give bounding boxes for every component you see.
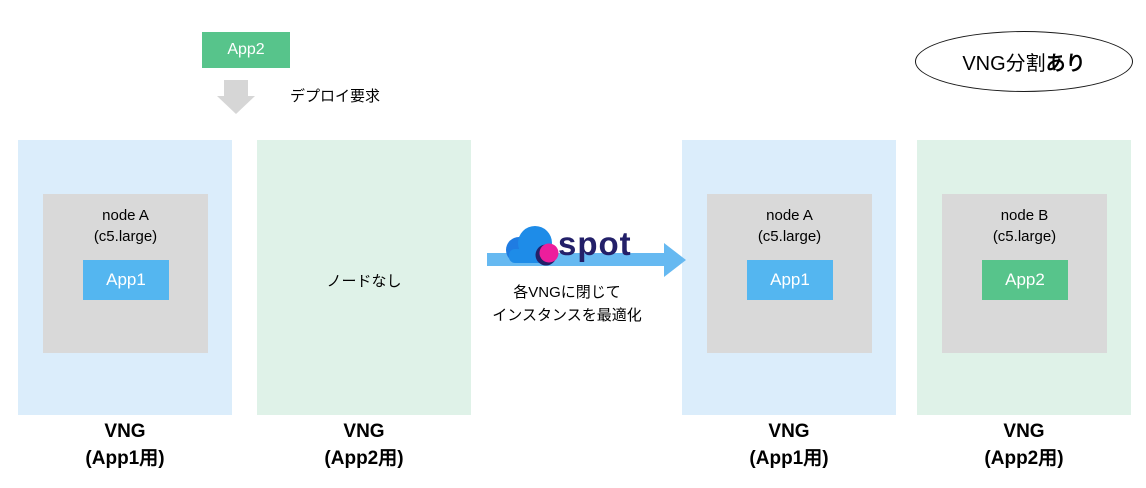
flow-right-arrow-head bbox=[664, 243, 686, 277]
deploy-down-arrow-shaft bbox=[224, 80, 248, 96]
vng-label-line2: (App2用) bbox=[984, 448, 1064, 469]
flow-caption-line1: 各VNGに閉じて bbox=[513, 284, 621, 301]
node-name: node A bbox=[102, 207, 149, 224]
after-node-a-card: node A (c5.large) App1 bbox=[707, 194, 872, 353]
flow-caption: 各VNGに閉じて インスタンスを最適化 bbox=[467, 281, 667, 327]
vng-split-badge-text: VNG分割 bbox=[962, 53, 1046, 75]
node-name: node B bbox=[1000, 207, 1049, 224]
deploy-down-arrow-head bbox=[217, 96, 255, 114]
after-node-b-card: node B (c5.large) App2 bbox=[942, 194, 1107, 353]
after-vng-app2-label: VNG (App2用) bbox=[917, 418, 1131, 472]
vng-label-line2: (App2用) bbox=[324, 448, 404, 469]
deploy-down-arrow-icon bbox=[217, 80, 255, 114]
before-vng-app1-panel: node A (c5.large) App1 bbox=[18, 140, 232, 415]
vng-label-line1: VNG bbox=[104, 421, 146, 442]
app2-chip: App2 bbox=[982, 260, 1068, 300]
node-instance-type: (c5.large) bbox=[93, 228, 158, 245]
vng-split-badge-bold-text: あり bbox=[1045, 53, 1086, 75]
before-vng-app2-label: VNG (App2用) bbox=[257, 418, 471, 472]
deploy-app2-box: App2 bbox=[202, 32, 290, 68]
vng-label-line1: VNG bbox=[343, 421, 385, 442]
vng-split-badge: VNG分割あり bbox=[915, 31, 1133, 92]
after-vng-app1-label: VNG (App1用) bbox=[682, 418, 896, 472]
vng-label-line2: (App1用) bbox=[85, 448, 165, 469]
vng-label-line2: (App1用) bbox=[749, 448, 829, 469]
vng-label-line1: VNG bbox=[1003, 421, 1045, 442]
vng-label-line1: VNG bbox=[768, 421, 810, 442]
no-node-label: ノードなし bbox=[326, 273, 402, 290]
after-vng-app1-panel: node A (c5.large) App1 bbox=[682, 140, 896, 415]
node-instance-type: (c5.large) bbox=[992, 228, 1057, 245]
after-vng-app2-panel: node B (c5.large) App2 bbox=[917, 140, 1131, 415]
app1-chip: App1 bbox=[83, 260, 169, 300]
node-name: node A bbox=[766, 207, 813, 224]
node-instance-type: (c5.large) bbox=[757, 228, 822, 245]
flow-caption-line2: インスタンスを最適化 bbox=[492, 307, 642, 324]
before-node-a-card: node A (c5.large) App1 bbox=[43, 194, 208, 353]
before-vng-app2-panel: ノードなし bbox=[257, 140, 471, 415]
spot-logo-text: spot bbox=[558, 225, 632, 262]
spot-cloud-icon bbox=[506, 226, 559, 266]
before-vng-app1-label: VNG (App1用) bbox=[18, 418, 232, 472]
spot-logo: spot bbox=[504, 224, 644, 266]
deploy-request-label: デプロイ要求 bbox=[290, 88, 381, 105]
app1-chip: App1 bbox=[747, 260, 833, 300]
